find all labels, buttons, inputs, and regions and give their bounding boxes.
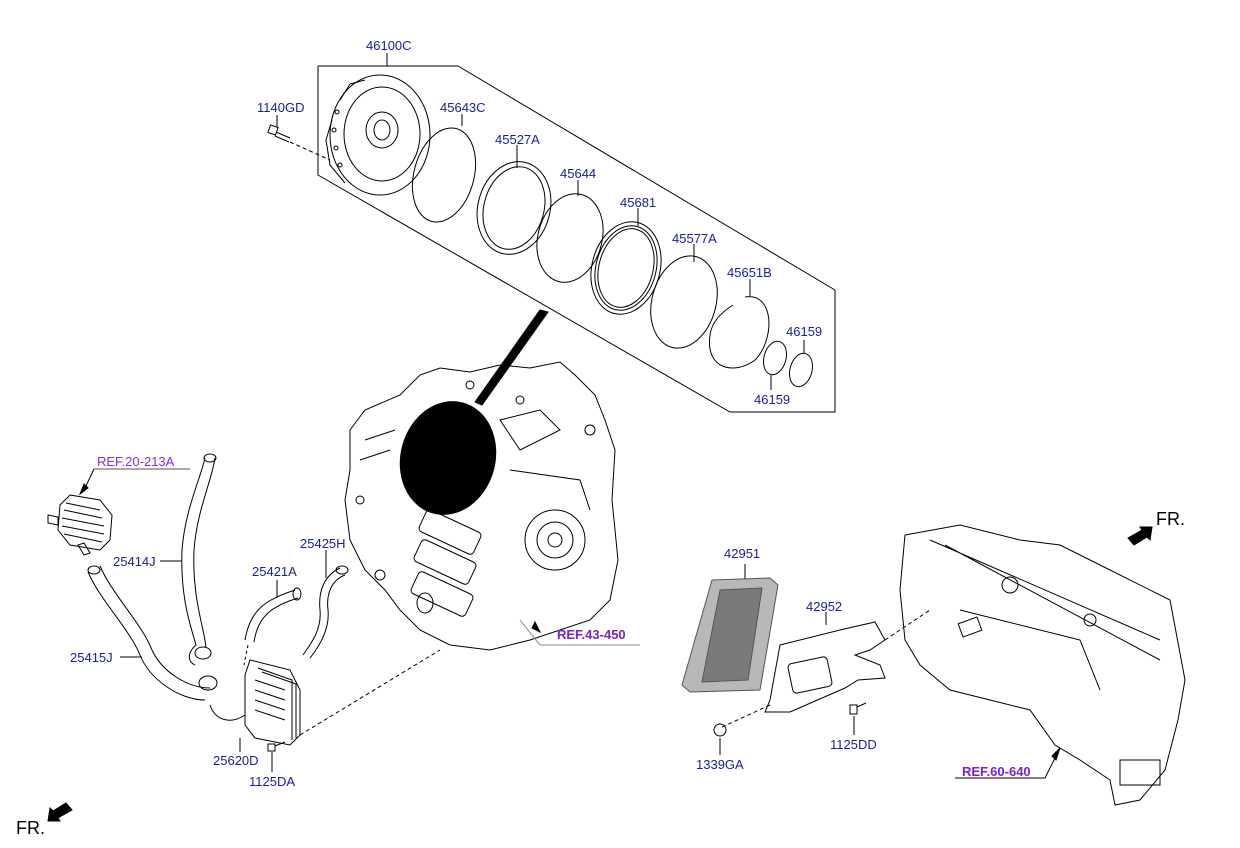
ref-43-450[interactable]: REF.43-450 — [557, 627, 626, 642]
label-46159-lower[interactable]: 46159 — [754, 392, 791, 407]
label-25620d[interactable]: 25620D — [213, 753, 259, 768]
bolt-1140gd[interactable] — [267, 124, 291, 143]
label-25421a[interactable]: 25421A — [252, 564, 297, 579]
label-42951[interactable]: 42951 — [724, 546, 761, 561]
hose-25425h[interactable] — [302, 567, 346, 659]
label-42952[interactable]: 42952 — [806, 599, 843, 614]
front-arrow-left-icon — [47, 802, 73, 822]
label-46159-upper[interactable]: 46159 — [786, 324, 823, 339]
label-45643c[interactable]: 45643C — [440, 100, 486, 115]
label-1339ga[interactable]: 1339GA — [696, 757, 744, 772]
transmission-assembly[interactable] — [344, 361, 619, 651]
label-46100c[interactable]: 46100C — [366, 38, 412, 53]
front-direction-label-left: FR. — [16, 818, 45, 838]
label-1125dd[interactable]: 1125DD — [830, 737, 877, 752]
hose-25421a[interactable] — [244, 589, 299, 643]
ring-45643c[interactable] — [403, 121, 486, 229]
label-1140gd[interactable]: 1140GD — [257, 100, 305, 115]
piston-45527a[interactable] — [467, 153, 561, 262]
label-45644[interactable]: 45644 — [560, 166, 597, 181]
snap-ring-45651b[interactable] — [709, 296, 770, 369]
seal-ring-46159-a[interactable] — [760, 339, 790, 378]
nut-1339ga[interactable] — [713, 723, 727, 737]
dash-panel-body[interactable] — [899, 524, 1186, 806]
exploded-view-frame — [317, 65, 836, 413]
label-1125da[interactable]: 1125DA — [249, 774, 296, 789]
oil-cooler-25620d[interactable] — [244, 659, 301, 746]
label-45527a[interactable]: 45527A — [495, 132, 540, 147]
label-45651b[interactable]: 45651B — [727, 265, 772, 280]
callout-wedge — [474, 309, 549, 406]
hose-25414j[interactable] — [181, 457, 216, 666]
seal-ring-46159-b[interactable] — [786, 351, 816, 390]
hose-25415j[interactable] — [87, 565, 211, 701]
label-25414j[interactable]: 25414J — [113, 554, 156, 569]
ref-60-640[interactable]: REF.60-640 — [962, 764, 1031, 779]
oil-cooler-ref[interactable] — [47, 494, 113, 556]
tcm-42951[interactable] — [681, 577, 779, 693]
callout-location — [399, 401, 497, 515]
plate-45681[interactable] — [581, 214, 671, 322]
front-arrow-right-icon — [1127, 526, 1153, 546]
label-45681[interactable]: 45681 — [620, 195, 657, 210]
ring-45577a[interactable] — [641, 248, 727, 355]
bracket-42952[interactable] — [764, 621, 886, 713]
bolt-1125da[interactable] — [267, 741, 286, 752]
ref-20-213a[interactable]: REF.20-213A — [97, 454, 175, 469]
ring-45644[interactable] — [527, 186, 612, 289]
oil-pump-housing[interactable] — [325, 74, 431, 196]
label-45577a[interactable]: 45577A — [672, 231, 717, 246]
front-direction-label-right: FR. — [1156, 509, 1185, 529]
label-25425h[interactable]: 25425H — [300, 536, 346, 551]
bolt-1125dd[interactable] — [849, 702, 867, 715]
label-25415j[interactable]: 25415J — [70, 650, 113, 665]
